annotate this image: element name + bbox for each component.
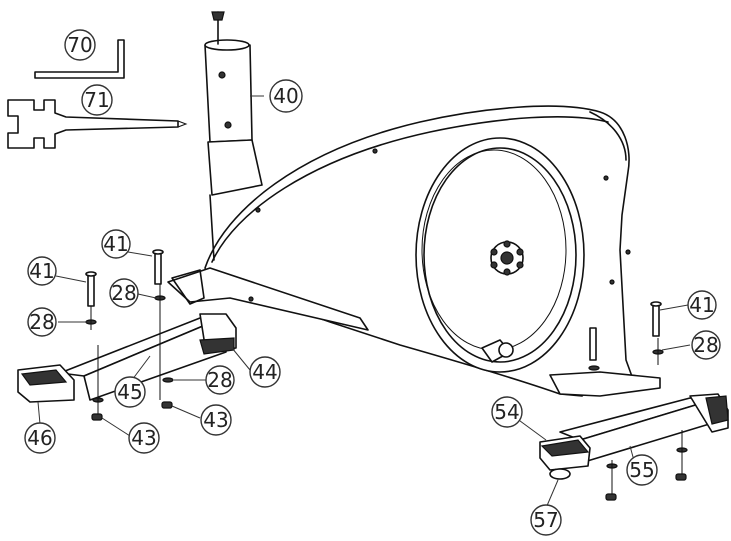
combo-wrench-part [7, 99, 188, 149]
callout-28-front-right: 28 [109, 278, 139, 308]
callout-57: 57 [530, 504, 562, 536]
main-frame-part [167, 105, 661, 397]
leader-lines [37, 95, 691, 509]
front-stabilizer-part [17, 313, 237, 403]
callout-57-label: 57 [533, 508, 558, 532]
callout-54: 54 [491, 396, 523, 428]
callout-41-rear-label: 41 [689, 293, 714, 317]
callout-44-label: 44 [252, 360, 277, 384]
callout-41-front-left-label: 41 [29, 259, 54, 283]
callout-55: 55 [626, 454, 658, 486]
callout-55-label: 55 [629, 458, 654, 482]
callout-46-label: 46 [27, 426, 52, 450]
seat-post-part [204, 11, 263, 261]
callout-41-front-right: 41 [101, 229, 131, 259]
callout-43-right: 43 [200, 404, 232, 436]
callout-70-label: 70 [67, 33, 92, 57]
allen-key-part [34, 39, 125, 79]
callout-28-rear: 28 [691, 330, 721, 360]
callout-45-label: 45 [117, 380, 142, 404]
callout-41-rear: 41 [687, 290, 717, 320]
rear-stabilizer-part [539, 393, 729, 480]
callout-28-front-left: 28 [27, 307, 57, 337]
bolts-41 [85, 249, 662, 361]
callout-28-rear-label: 28 [693, 333, 718, 357]
callout-43-left-label: 43 [131, 426, 156, 450]
callout-28-lower: 28 [205, 365, 235, 395]
callout-40: 40 [269, 79, 303, 113]
callout-71: 71 [81, 84, 113, 116]
callout-43-right-label: 43 [203, 408, 228, 432]
callout-41-front-left: 41 [27, 256, 57, 286]
callout-28-lower-label: 28 [207, 368, 232, 392]
callout-28-front-right-label: 28 [111, 281, 136, 305]
washers-and-nuts [85, 284, 688, 501]
callout-70: 70 [64, 29, 96, 61]
callout-28-front-left-label: 28 [29, 310, 54, 334]
callout-54-label: 54 [494, 400, 519, 424]
callout-44: 44 [249, 356, 281, 388]
callout-40-label: 40 [273, 84, 298, 108]
callout-41-front-right-label: 41 [103, 232, 128, 256]
callout-45: 45 [114, 376, 146, 408]
callout-46: 46 [24, 422, 56, 454]
callout-43-left: 43 [128, 422, 160, 454]
callout-71-label: 71 [84, 88, 109, 112]
